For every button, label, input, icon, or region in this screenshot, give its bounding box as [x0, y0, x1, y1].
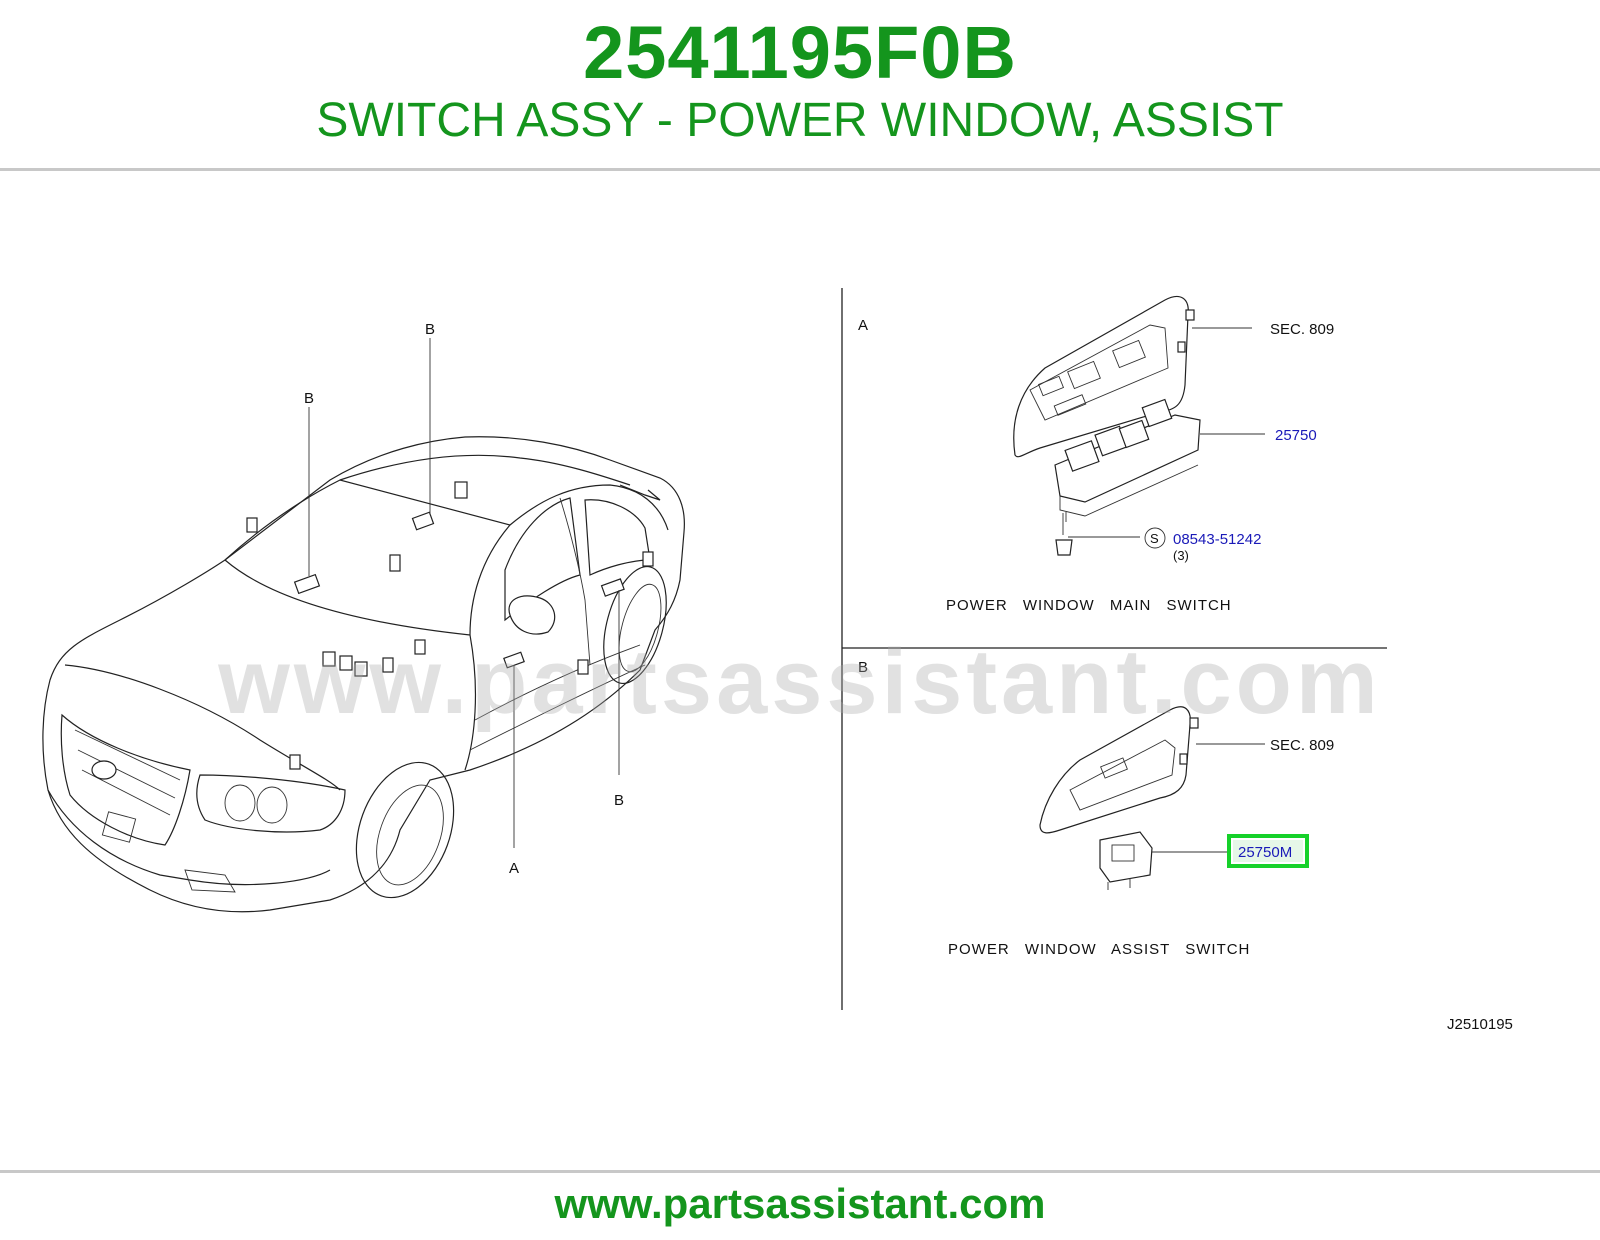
screw-symbol: S [1150, 531, 1159, 546]
section-a-sec-ref: SEC. 809 [1270, 321, 1334, 338]
section-b-label: B [858, 659, 868, 676]
bottom-divider [0, 1170, 1600, 1173]
header: 2541195F0B SWITCH ASSY - POWER WINDOW, A… [0, 0, 1600, 170]
top-divider [0, 168, 1600, 171]
section-a-caption: POWER WINDOW MAIN SWITCH [946, 597, 1232, 614]
callout-a-bottom: A [509, 860, 519, 877]
part-number: 2541195F0B [583, 11, 1017, 94]
section-b: B SEC. 809 25750M POWER WINDOW ASSIST SW… [858, 659, 1334, 958]
callout-b-right: B [614, 792, 624, 809]
part-link-25750[interactable]: 25750 [1275, 427, 1317, 444]
parts-diagram: B B B A A [0, 270, 1600, 1070]
section-b-caption: POWER WINDOW ASSIST SWITCH [948, 941, 1250, 958]
callout-b-top-center: B [425, 321, 435, 338]
part-link-25750M[interactable]: 25750M [1238, 844, 1292, 861]
highlight-box [1227, 834, 1309, 868]
part-link-screw[interactable]: 08543-51242 [1173, 531, 1261, 548]
part-title: SWITCH ASSY - POWER WINDOW, ASSIST [316, 94, 1284, 147]
screw-quantity: (3) [1173, 548, 1189, 563]
callout-b-top-left: B [304, 390, 314, 407]
car-illustration: B B B A [42, 321, 685, 913]
section-b-sec-ref: SEC. 809 [1270, 737, 1334, 754]
section-a-label: A [858, 317, 868, 334]
footer-url[interactable]: www.partsassistant.com [554, 1180, 1046, 1227]
section-a: A SEC. 809 [858, 295, 1334, 614]
highlight-fill [1233, 840, 1303, 862]
diagram-svg: B B B A A [42, 288, 1513, 1033]
drawing-id: J2510195 [1447, 1016, 1513, 1033]
